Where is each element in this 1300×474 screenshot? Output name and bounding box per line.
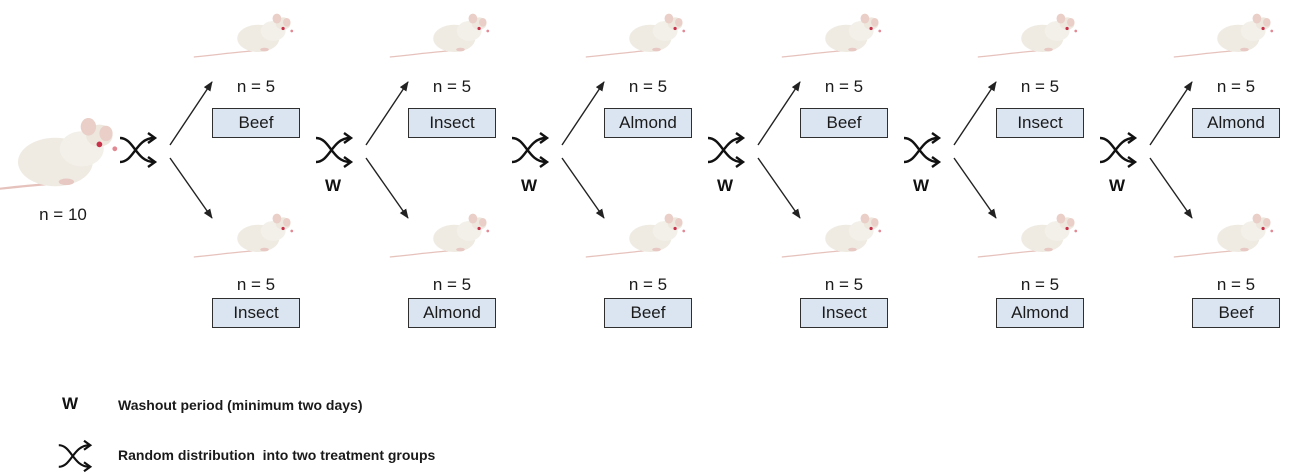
washout-label: W (1108, 176, 1126, 195)
shuffle-legend-text: Random distribution into two treatment g… (118, 447, 436, 463)
n-label-top: n = 5 (236, 77, 276, 96)
treatment-box-bottom: Insect (800, 298, 888, 328)
shuffle-icon (314, 131, 353, 169)
treatment-box-top: Almond (1192, 108, 1280, 138)
treatment-box-top: Insect (408, 108, 496, 138)
n-label-top: n = 5 (432, 77, 472, 96)
branch-arrow-up (1149, 81, 1193, 146)
treatment-box-bottom: Beef (1192, 298, 1280, 328)
washout-label: W (520, 176, 538, 195)
branch-arrow-up (953, 81, 997, 146)
washout-symbol: W (62, 394, 79, 413)
rat-top (389, 12, 490, 58)
washout-legend-text: Washout period (minimum two days) (118, 397, 363, 413)
branch-arrow-down (169, 157, 213, 219)
rat-top (1173, 12, 1274, 58)
n-label-top: n = 5 (824, 77, 864, 96)
branch-arrow-down (561, 157, 605, 219)
n-label-top: n = 5 (1020, 77, 1060, 96)
n-label-initial: n = 10 (39, 205, 87, 224)
treatment-box-bottom: Almond (996, 298, 1084, 328)
branch-arrow-up (561, 81, 605, 146)
rat-bottom (977, 212, 1078, 258)
n-label-top: n = 5 (1216, 77, 1256, 96)
rat-top (977, 12, 1078, 58)
n-label-bottom: n = 5 (1216, 275, 1256, 294)
rat-bottom (1173, 212, 1274, 258)
branch-arrow-down (953, 157, 997, 219)
n-label-bottom: n = 5 (824, 275, 864, 294)
n-label-bottom: n = 5 (236, 275, 276, 294)
rat-bottom (389, 212, 490, 258)
treatment-box-top: Almond (604, 108, 692, 138)
washout-label: W (912, 176, 930, 195)
shuffle-icon (706, 131, 745, 169)
treatment-box-top: Beef (212, 108, 300, 138)
washout-label: W (324, 176, 342, 195)
rat-bottom (193, 212, 294, 258)
branch-arrow-down (757, 157, 801, 219)
shuffle-icon (902, 131, 941, 169)
branch-arrow-down (365, 157, 409, 219)
shuffle-icon (118, 131, 157, 169)
shuffle-icon (1098, 131, 1137, 169)
branch-arrow-up (757, 81, 801, 146)
shuffle-icon (57, 439, 92, 473)
branch-arrow-down (1149, 157, 1193, 219)
washout-label: W (716, 176, 734, 195)
treatment-box-bottom: Insect (212, 298, 300, 328)
n-label-bottom: n = 5 (432, 275, 472, 294)
treatment-box-top: Beef (800, 108, 888, 138)
treatment-box-bottom: Beef (604, 298, 692, 328)
rat-top (781, 12, 882, 58)
n-label-bottom: n = 5 (1020, 275, 1060, 294)
treatment-box-top: Insect (996, 108, 1084, 138)
shuffle-icon (510, 131, 549, 169)
branch-arrow-up (365, 81, 409, 146)
rat-top (193, 12, 294, 58)
rat-initial (0, 116, 119, 197)
rat-bottom (781, 212, 882, 258)
treatment-box-bottom: Almond (408, 298, 496, 328)
rat-top (585, 12, 686, 58)
rat-bottom (585, 212, 686, 258)
branch-arrow-up (169, 81, 213, 146)
n-label-top: n = 5 (628, 77, 668, 96)
n-label-bottom: n = 5 (628, 275, 668, 294)
